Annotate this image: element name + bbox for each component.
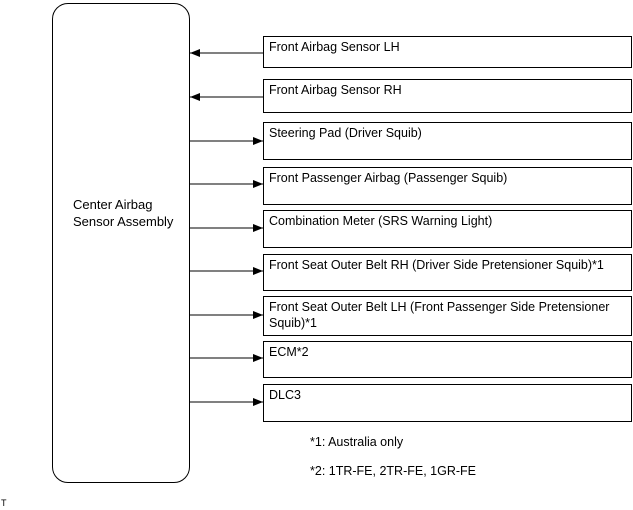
footnote-2: *2: 1TR-FE, 2TR-FE, 1GR-FE (310, 464, 476, 478)
footnote-1: *1: Australia only (310, 435, 404, 449)
component-label: DLC3 (269, 388, 301, 402)
central-unit-label: Center Airbag Sensor Assembly (73, 196, 173, 230)
component-label: ECM*2 (269, 345, 309, 359)
central-unit-label-line2: Sensor Assembly (73, 214, 174, 229)
component-box-front-seat-outer-belt-lh: Front Seat Outer Belt LH (Front Passenge… (263, 296, 632, 336)
component-box-combination-meter: Combination Meter (SRS Warning Light) (263, 210, 632, 248)
component-label: Front Airbag Sensor RH (269, 83, 402, 97)
component-label: Steering Pad (Driver Squib) (269, 126, 422, 140)
corner-mark: T (1, 498, 7, 508)
component-box-front-passenger-airbag: Front Passenger Airbag (Passenger Squib) (263, 167, 632, 205)
central-unit-label-line1: Center Airbag (73, 197, 153, 212)
component-box-steering-pad: Steering Pad (Driver Squib) (263, 122, 632, 160)
component-label: Front Passenger Airbag (Passenger Squib) (269, 171, 508, 185)
component-label: Front Seat Outer Belt LH (Front Passenge… (269, 300, 610, 330)
component-box-front-seat-outer-belt-rh: Front Seat Outer Belt RH (Driver Side Pr… (263, 254, 632, 291)
component-box-front-airbag-sensor-lh: Front Airbag Sensor LH (263, 36, 632, 68)
center-airbag-sensor-assembly: Center Airbag Sensor Assembly (52, 3, 190, 483)
component-label: Front Airbag Sensor LH (269, 40, 400, 54)
component-box-dlc3: DLC3 (263, 384, 632, 422)
component-box-front-airbag-sensor-rh: Front Airbag Sensor RH (263, 79, 632, 113)
component-box-ecm: ECM*2 (263, 341, 632, 378)
component-label: Front Seat Outer Belt RH (Driver Side Pr… (269, 258, 604, 272)
component-label: Combination Meter (SRS Warning Light) (269, 214, 493, 228)
